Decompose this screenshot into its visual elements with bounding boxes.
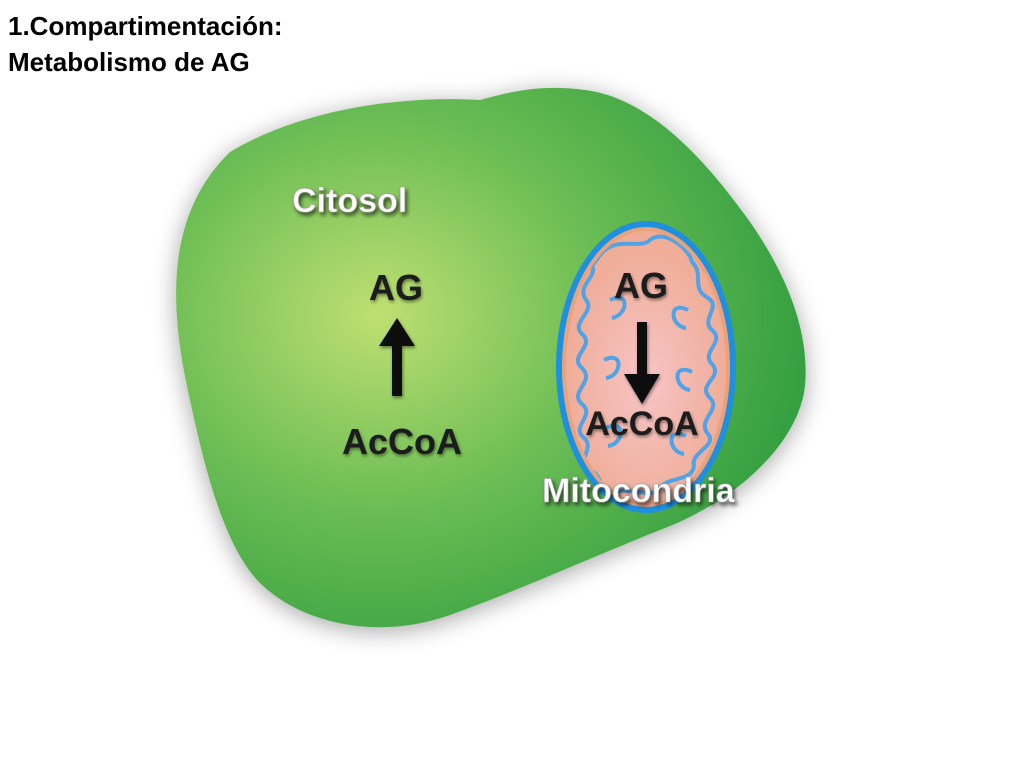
title-line-1: 1.Compartimentación: bbox=[8, 11, 283, 41]
cytosol-up-arrow-icon bbox=[379, 318, 415, 396]
mitochondrion-cristae bbox=[576, 234, 719, 495]
title-line-2: Metabolismo de AG bbox=[8, 47, 250, 77]
cytosol-fatty-acid-label: AG bbox=[369, 267, 423, 308]
cytosol-label: Citosol bbox=[292, 182, 407, 220]
mitochondria-label: Mitocondria bbox=[542, 472, 736, 510]
mitochondria-fatty-acid-label: AG bbox=[614, 265, 668, 306]
mitochondria-acetyl-coa-label: AcCoA bbox=[585, 405, 698, 443]
slide-title: 1.Compartimentación: Metabolismo de AG bbox=[8, 8, 283, 80]
mitochondria-down-arrow-icon bbox=[624, 322, 660, 404]
cytosol-acetyl-coa-label: AcCoA bbox=[342, 421, 462, 462]
